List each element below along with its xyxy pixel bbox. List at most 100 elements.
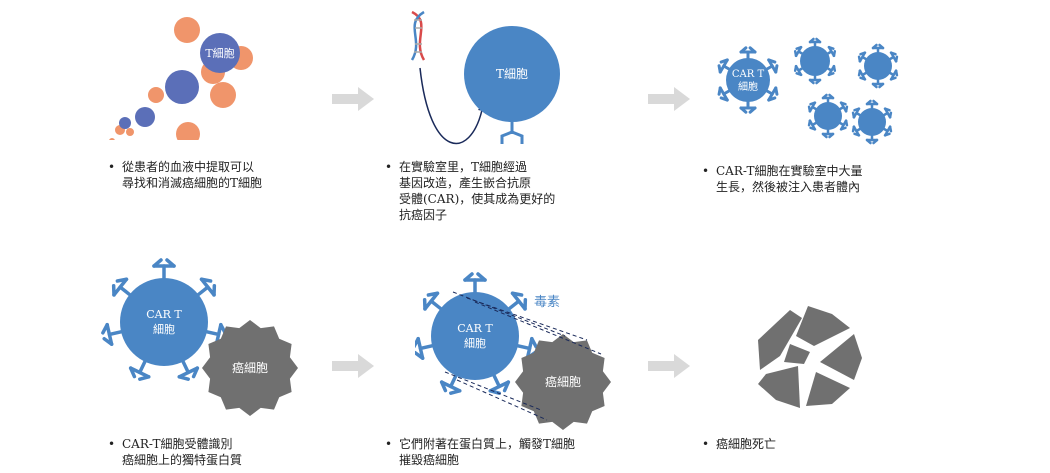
receptor-stalk [448, 373, 458, 389]
step-3-caption: • CAR-T細胞在實驗室中大量 生長，然後被注入患者體內 [702, 164, 863, 194]
car-t-cell [717, 46, 779, 114]
toxin-line [452, 291, 566, 337]
receptor-stalk [205, 330, 221, 337]
receptor-head [858, 51, 867, 63]
bullet: • [108, 160, 116, 174]
cell-body [726, 58, 770, 102]
receptor-head [794, 64, 803, 77]
step-1-caption: • 從患者的血液中提取可以 尋找和消滅癌細胞的T細胞 [108, 160, 263, 190]
receptor-head [858, 69, 867, 81]
t-cell-label: T細胞 [205, 47, 234, 60]
receptor-stalk [181, 359, 191, 375]
receptor-head [510, 291, 527, 311]
modification-arrow [419, 67, 483, 145]
car-receptor-icon [500, 122, 524, 144]
receptor-head [794, 45, 803, 58]
orange-cell [174, 17, 200, 43]
receptor-head [883, 125, 892, 137]
t-cell-label: T細胞 [496, 67, 528, 81]
receptor-head [852, 125, 861, 137]
step-5-caption: • 它們附著在蛋白質上，觸發T細胞 摧毀癌細胞 [385, 437, 576, 467]
car-t-cell [857, 43, 899, 89]
t-cell [200, 33, 240, 73]
right-arrow-icon [648, 87, 690, 111]
cancer-cell [202, 320, 298, 416]
blue-cell [135, 107, 155, 127]
toxin-label: 毒素 [534, 295, 560, 310]
receptor-stalk [196, 285, 210, 297]
receptor-head [423, 291, 440, 311]
toxin-line [444, 371, 542, 411]
receptor-head [839, 101, 848, 113]
blue-cell [165, 70, 199, 104]
receptor-head [883, 107, 892, 119]
car-t-cell [793, 37, 837, 85]
receptor-stalk [492, 373, 502, 389]
dna-icon [410, 10, 426, 61]
receptor-head [525, 336, 534, 360]
receptor-head [767, 58, 778, 74]
receptor-head [889, 69, 898, 81]
toxin-line [466, 297, 588, 341]
step-6-caption: • 癌細胞死亡 [702, 437, 777, 451]
receptor-head [852, 107, 861, 119]
blue-cell [119, 117, 131, 129]
cell-body [858, 108, 886, 136]
car-t-cell [851, 99, 893, 145]
car-t-cell [415, 272, 538, 395]
receptor-head [199, 277, 216, 297]
toxin-line [474, 301, 602, 355]
receptor-head [718, 58, 729, 74]
cancer-cell [515, 334, 611, 430]
receptor-head [177, 366, 200, 379]
car-t-cell [807, 93, 849, 139]
cell-body [800, 46, 830, 76]
cancer-cell-fragments [758, 306, 862, 408]
dead-cancer-cell-illustration [758, 306, 862, 408]
orange-cell [109, 138, 115, 140]
cell-body [864, 52, 892, 80]
toxin-line [456, 379, 548, 421]
orange-cell [176, 122, 200, 140]
car-t-cell [101, 258, 227, 381]
bullet: • [385, 437, 393, 451]
orange-cell [210, 82, 236, 108]
receptor-head [416, 336, 425, 360]
receptor-head [105, 322, 114, 346]
cancer-cell-label: 癌細胞 [545, 374, 581, 389]
cell-body [431, 292, 519, 380]
right-arrow-icon [332, 87, 374, 111]
car-t-expansion-illustration: CAR T細胞 [717, 37, 899, 145]
receptor-head [718, 86, 729, 102]
receptor-head [808, 101, 817, 113]
orange-cell [126, 128, 134, 136]
receptor-stalk [107, 330, 123, 337]
step-4-caption: • CAR-T細胞受體識別 癌細胞上的獨特蛋白質 [108, 437, 243, 467]
receptor-head [827, 64, 836, 77]
receptor-stalk [137, 359, 147, 375]
receptor-stalk [418, 344, 434, 351]
step-2-caption: • 在實驗室里，T細胞經過 基因改造，產生嵌合抗原 受體(CAR)，使其成為更好… [385, 160, 556, 222]
right-arrow-icon [332, 354, 374, 378]
receptor-head [112, 277, 129, 297]
receptor-stalk [507, 299, 521, 311]
receptor-stalk [516, 344, 532, 351]
blood-cells-illustration: T細胞 [109, 17, 253, 140]
receptor-head [767, 86, 778, 102]
bullet: • [702, 437, 710, 451]
cell-label: 細胞 [738, 80, 758, 93]
car-t-label: CAR T [146, 308, 182, 321]
receptor-head [827, 45, 836, 58]
receptor-stalk [429, 299, 443, 311]
bullet: • [108, 437, 116, 451]
cell-body [814, 102, 842, 130]
receptor-head [839, 119, 848, 131]
car-t-label: CAR T [732, 69, 765, 80]
t-cell [464, 26, 560, 122]
bullet: • [702, 164, 710, 178]
right-arrow-icon [648, 354, 690, 378]
gene-modification-illustration: T細胞 [410, 10, 560, 145]
cell-label: 細胞 [153, 323, 175, 336]
